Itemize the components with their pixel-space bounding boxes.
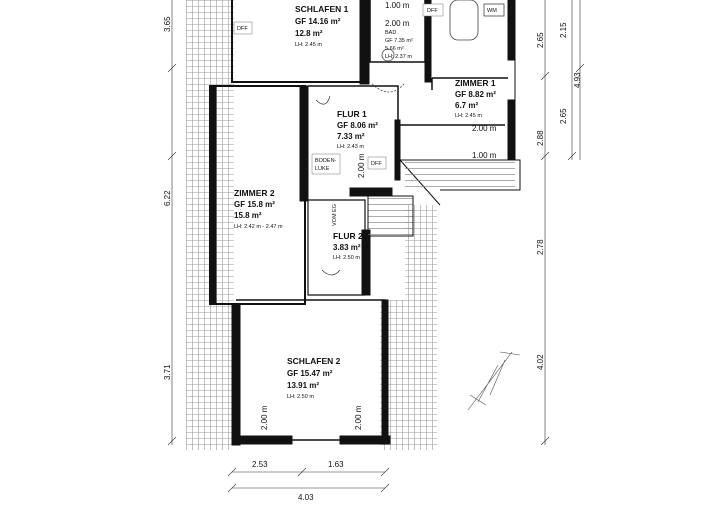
room-schlafen-2: SCHLAFEN 2 GF 15.47 m² 13.91 m² LH: 2.50… — [287, 356, 341, 400]
svg-text:ZIMMER 1: ZIMMER 1 — [455, 78, 496, 88]
svg-text:GF 15.8 m²: GF 15.8 m² — [234, 200, 275, 209]
dff-tag: DFF — [237, 26, 248, 32]
room-zimmer-1: ZIMMER 1 GF 8.82 m² 6.7 m² LH: 2.45 m — [455, 78, 496, 119]
svg-text:7.33 m²: 7.33 m² — [337, 132, 365, 141]
svg-text:GF 8.82 m²: GF 8.82 m² — [455, 90, 496, 99]
svg-text:2.15: 2.15 — [559, 22, 568, 38]
svg-text:SCHLAFEN 1: SCHLAFEN 1 — [295, 4, 349, 14]
svg-text:2.00 m: 2.00 m — [354, 405, 363, 430]
svg-text:LH: 2.50 m: LH: 2.50 m — [287, 394, 314, 400]
svg-text:2.78: 2.78 — [536, 239, 545, 255]
roof-tiles — [186, 0, 437, 450]
svg-text:SCHLAFEN 2: SCHLAFEN 2 — [287, 356, 341, 366]
tags: DFF DFF WM BODEN- LUKE DFF VOM EG — [233, 3, 497, 226]
svg-text:LH: 2.50 m: LH: 2.50 m — [333, 255, 360, 261]
svg-text:GF 14.16 m²: GF 14.16 m² — [295, 17, 341, 26]
vom-eg-tag: VOM EG — [332, 204, 338, 226]
wm-tag: WM — [487, 8, 497, 14]
svg-text:1.00 m: 1.00 m — [472, 151, 497, 160]
svg-text:2.65: 2.65 — [536, 32, 545, 48]
svg-text:FLUR 1: FLUR 1 — [337, 109, 367, 119]
walls — [209, 0, 521, 446]
svg-text:GF 15.47 m²: GF 15.47 m² — [287, 369, 333, 378]
height-markers: 1.00 m 2.00 m 2.00 m 1.00 m 2.00 m 2.00 … — [260, 1, 497, 430]
svg-text:12.8 m²: 12.8 m² — [295, 29, 323, 38]
svg-text:4.93: 4.93 — [573, 72, 582, 88]
svg-text:LH: 2.45 m: LH: 2.45 m — [455, 113, 482, 119]
room-flur-2: FLUR 2 3.83 m² LH: 2.50 m — [333, 231, 363, 261]
dff-tag: DFF — [427, 8, 438, 14]
svg-text:4.02: 4.02 — [536, 354, 545, 370]
room-schlafen-1: SCHLAFEN 1 GF 14.16 m² 12.8 m² LH: 2.45 … — [295, 4, 349, 48]
svg-text:6.7 m²: 6.7 m² — [455, 101, 478, 110]
svg-text:2.88: 2.88 — [536, 130, 545, 146]
svg-text:3.65: 3.65 — [163, 16, 172, 32]
bodenluke-tag: BODEN- — [315, 158, 337, 164]
svg-text:1.00 m: 1.00 m — [385, 1, 410, 10]
svg-text:3.71: 3.71 — [163, 364, 172, 380]
dff-tag: DFF — [371, 161, 382, 167]
svg-text:LH: 2.45 m: LH: 2.45 m — [295, 42, 322, 48]
north-arrow-icon — [467, 351, 521, 411]
fixtures — [315, 0, 505, 276]
svg-text:2.00 m: 2.00 m — [260, 405, 269, 430]
svg-text:2.00 m: 2.00 m — [472, 124, 497, 133]
svg-text:1.63: 1.63 — [328, 460, 344, 469]
room-zimmer-2: ZIMMER 2 GF 15.8 m² 15.8 m² LH: 2.42 m -… — [234, 188, 283, 230]
svg-text:3.83 m²: 3.83 m² — [333, 243, 361, 252]
svg-text:5.66 m²: 5.66 m² — [385, 46, 404, 52]
svg-text:GF 7.35 m²: GF 7.35 m² — [385, 38, 413, 44]
dimension-lines — [167, 0, 585, 493]
svg-text:2.65: 2.65 — [559, 108, 568, 124]
svg-text:2.00 m: 2.00 m — [385, 19, 410, 28]
svg-text:6.22: 6.22 — [163, 190, 172, 206]
room-bad: BAD GF 7.35 m² 5.66 m² LH: 2.37 m — [385, 30, 413, 60]
svg-text:FLUR 2: FLUR 2 — [333, 231, 363, 241]
svg-text:4.03: 4.03 — [298, 493, 314, 502]
svg-text:LH: 2.43 m: LH: 2.43 m — [337, 144, 364, 150]
bodenluke-tag: LUKE — [315, 166, 330, 172]
dimension-labels: 3.65 6.22 3.71 2.65 2.15 4.93 2.65 2.88 … — [163, 16, 582, 502]
svg-text:2.00 m: 2.00 m — [357, 153, 366, 178]
svg-text:LH: 2.42 m - 2.47 m: LH: 2.42 m - 2.47 m — [234, 224, 283, 230]
svg-text:2.53: 2.53 — [252, 460, 268, 469]
room-flur-1: FLUR 1 GF 8.06 m² 7.33 m² LH: 2.43 m — [337, 109, 378, 150]
svg-text:GF 8.06 m²: GF 8.06 m² — [337, 121, 378, 130]
svg-text:BAD: BAD — [385, 30, 396, 36]
svg-text:15.8 m²: 15.8 m² — [234, 211, 262, 220]
svg-text:13.91 m²: 13.91 m² — [287, 381, 319, 390]
svg-text:LH: 2.37 m: LH: 2.37 m — [385, 54, 412, 60]
svg-text:ZIMMER 2: ZIMMER 2 — [234, 188, 275, 198]
